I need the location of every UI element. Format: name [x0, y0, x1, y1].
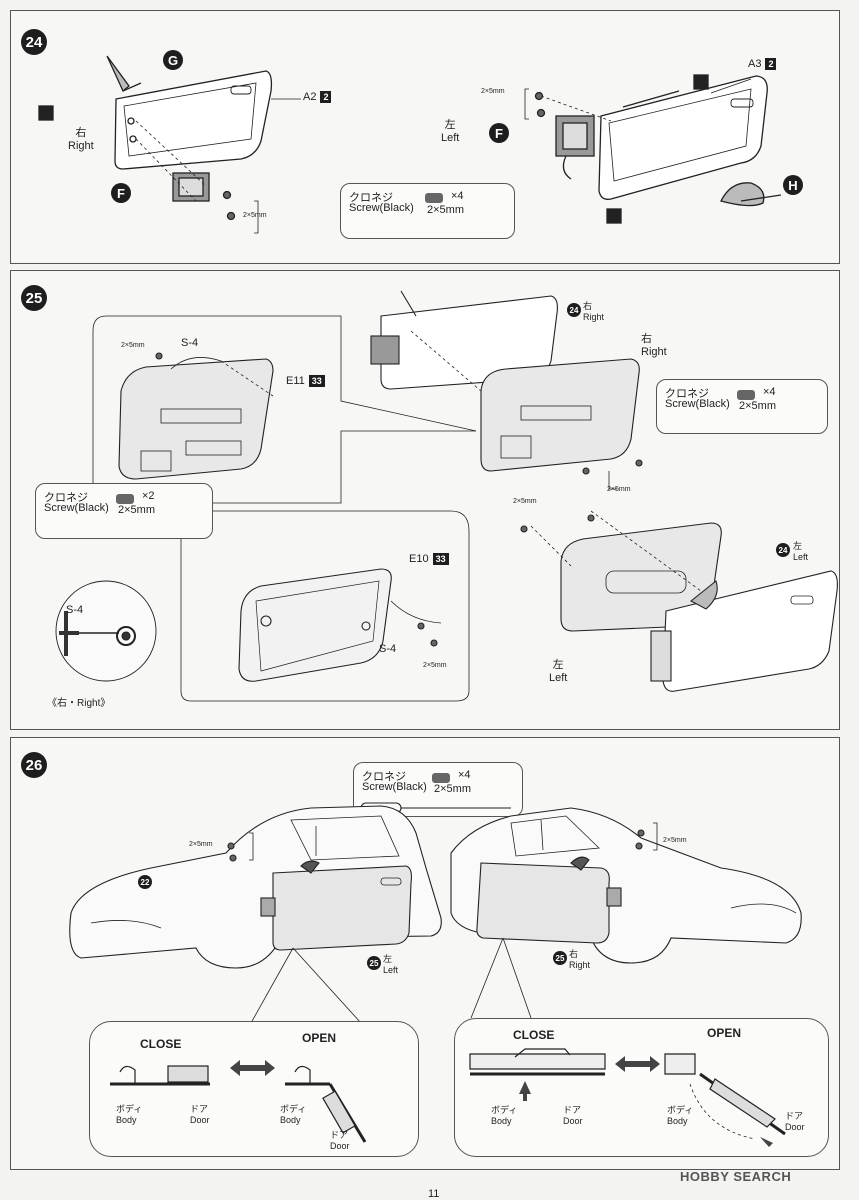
screw-icon	[116, 494, 134, 504]
page-number: 11	[428, 1188, 440, 1200]
step-24-panel: 24	[10, 10, 840, 264]
s4-label-detail: S-4	[66, 604, 84, 616]
screw-size-label-4: 2×5mm	[423, 662, 447, 669]
step-number-24: 24	[21, 29, 47, 55]
ref-badge-25b: 25	[553, 951, 567, 965]
part-letter-f2: F	[489, 123, 509, 143]
close-label-2: CLOSE	[513, 1028, 555, 1042]
step-26-drawing	[69, 802, 802, 1024]
detail-caption: 《右・Right》	[47, 698, 111, 709]
s4-label: S-4	[181, 337, 199, 349]
step-25-drawing	[50, 290, 838, 702]
watermark: HOBBY SEARCH	[680, 1169, 792, 1184]
screw-callout-box: クロネジ Screw(Black) ×4 2×5mm	[340, 183, 515, 239]
step-number-25: 25	[21, 285, 47, 311]
part-letter-h: H	[783, 175, 803, 195]
step-26-panel: 26 クロネジ Screw(Black) ×4 2×5mm	[10, 737, 840, 1170]
screw-size-label: 2×5mm	[121, 342, 145, 349]
step-25-panel: 25	[10, 270, 840, 730]
step-24-drawing	[38, 55, 782, 234]
screw-size-label-2: 2×5mm	[481, 88, 505, 95]
s4-label-2: S-4	[379, 643, 397, 655]
screw-icon	[737, 390, 755, 400]
open-label: OPEN	[302, 1031, 337, 1045]
screw-size-label-2: 2×5mm	[663, 837, 687, 844]
step-number-26: 26	[21, 752, 47, 778]
open-label-2: OPEN	[707, 1026, 742, 1040]
ref-badge-25a: 25	[367, 956, 381, 970]
ref-badge-24b: 24	[776, 543, 790, 557]
screw-callout-box-a: クロネジ Screw(Black) ×4 2×5mm	[656, 379, 828, 434]
ref-badge-24: 24	[567, 303, 581, 317]
screw-icon	[432, 773, 450, 783]
part-letter-f: F	[111, 183, 131, 203]
screw-icon	[425, 193, 443, 203]
screw-size-label-3: 2×5mm	[513, 498, 537, 505]
part-letter-g: G	[163, 50, 183, 70]
ref-badge-22: 22	[138, 875, 152, 889]
screw-size-label: 2×5mm	[189, 841, 213, 848]
screw-size-label: 2×5mm	[243, 212, 267, 219]
screw-size-label-2: 2×5mm	[607, 486, 631, 493]
close-label: CLOSE	[140, 1037, 182, 1051]
screw-callout-box-b: クロネジ Screw(Black) ×2 2×5mm	[35, 483, 213, 539]
